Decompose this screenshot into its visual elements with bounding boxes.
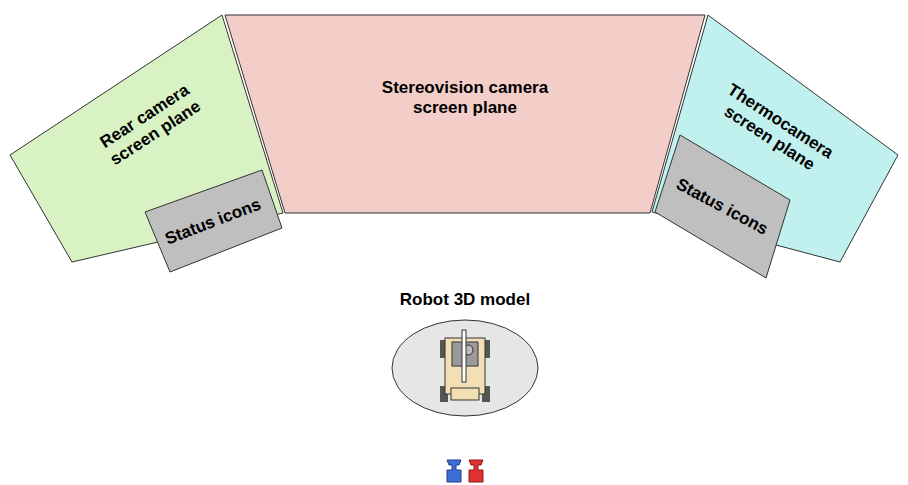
plane-label: Stereovision camera screen plane — [365, 78, 565, 117]
label-wrap: Robot 3D model — [380, 290, 550, 310]
label-wrap: Stereovision camera screen plane — [365, 78, 565, 117]
operator-figures — [447, 460, 483, 482]
robot-model: Robot 3D model — [380, 288, 550, 420]
model-heading: Robot 3D model — [400, 290, 530, 310]
screen-plane: Stereovision camera screen plane — [225, 15, 705, 213]
screen-plane: Status icons — [145, 170, 282, 272]
screen-plane: Status icons — [655, 135, 790, 278]
